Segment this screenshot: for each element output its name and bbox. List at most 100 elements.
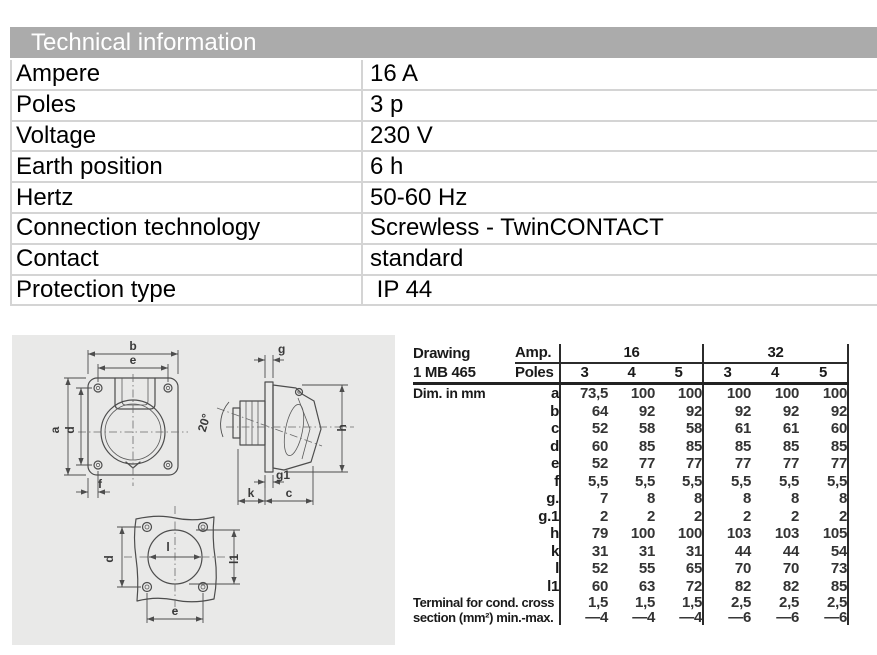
- terminal-value-line1: 2,5: [827, 594, 847, 611]
- pole-col: 4: [608, 363, 655, 385]
- dim-value-cell: 2: [646, 507, 655, 525]
- screw-holes: [93, 383, 173, 470]
- poles-label: Poles: [515, 363, 561, 385]
- dim-note-cell: [413, 508, 515, 526]
- spec-label: Connection technology: [12, 213, 363, 243]
- dim-value-cell: 61: [782, 420, 799, 437]
- dim-value-cell: 2: [790, 507, 799, 525]
- spec-value: 6 h: [370, 152, 404, 180]
- terminal-value-line1: 1,5: [682, 594, 702, 611]
- terminal-label-line2: section (mm²) min.-max.: [413, 610, 554, 625]
- dim-value-cell: 2: [742, 507, 751, 525]
- terminal-value-line2: —4: [632, 609, 655, 626]
- dim-letter-cell: g.1: [515, 507, 561, 525]
- dim-value-cell: 77: [782, 455, 799, 472]
- front-view: b e a d f: [48, 339, 188, 498]
- dim-value-cell: 92: [638, 402, 655, 420]
- dim-letter-cell: b: [515, 402, 561, 420]
- dim-value-cell: 52: [591, 560, 608, 577]
- terminal-value-line1: 1,5: [588, 594, 608, 611]
- dim-value-cell: 73,5: [580, 385, 608, 402]
- pole-col: 4: [751, 363, 799, 385]
- dim-value-cell: 85: [638, 437, 655, 455]
- terminal-value-line1: 2,5: [731, 594, 751, 611]
- terminal-value-line1: 1,5: [635, 594, 655, 611]
- spec-value: Screwless - TwinCONTACT: [370, 214, 664, 242]
- spec-label: Earth position: [12, 152, 363, 182]
- dim-value-cell: 82: [734, 577, 751, 595]
- dim-value-cell: 103: [774, 525, 799, 542]
- technical-drawing: b e a d f: [48, 339, 354, 623]
- dim-note-cell: [413, 473, 515, 491]
- dim-note-cell: [413, 543, 515, 561]
- spec-value: 230 V: [370, 121, 433, 149]
- dim-value-cell: 79: [591, 525, 608, 542]
- dim-value-cell: 8: [655, 490, 704, 508]
- pole-col: 3: [703, 363, 751, 385]
- dim-value-cell: 77: [655, 455, 704, 473]
- dim-label-l1: l1: [227, 554, 241, 564]
- dim-value-cell: 31: [591, 542, 608, 560]
- dim-value-cell: 52: [591, 420, 608, 437]
- dim-value-cell: 60: [799, 420, 849, 438]
- dim-label-d-front: d: [63, 426, 77, 433]
- dim-note-cell: [413, 490, 515, 508]
- dim-label-a: a: [48, 426, 62, 433]
- spec-label: Voltage: [12, 121, 363, 151]
- dim-value-cell: 82: [782, 577, 799, 595]
- drawing-code: 1 MB 465: [413, 363, 515, 385]
- dim-value-cell: 77: [799, 455, 849, 473]
- dim-value-cell: 65: [655, 560, 704, 578]
- tech-info-title: Technical information: [31, 29, 257, 56]
- dim-label-d-bottom: d: [102, 555, 116, 562]
- spec-label: Hertz: [12, 183, 363, 212]
- angle-label: 20°: [195, 412, 214, 434]
- dim-note-cell: [413, 420, 515, 438]
- dim-value-cell: 85: [782, 437, 799, 455]
- dim-value-cell: 61: [734, 420, 751, 437]
- dim-value-cell: 85: [799, 437, 849, 455]
- dim-letter-cell: a: [515, 383, 561, 403]
- terminal-value-cell: 2,5—6: [751, 595, 799, 625]
- terminal-value-cell: 1,5—4: [655, 594, 704, 626]
- dim-value-cell: 7: [599, 490, 608, 507]
- terminal-value-line2: —4: [679, 609, 702, 626]
- dim-label-c: c: [286, 486, 293, 500]
- dim-value-cell: 100: [630, 385, 655, 402]
- pole-col: 5: [655, 363, 704, 385]
- dim-label-b: b: [129, 339, 136, 353]
- tech-info-header: Technical information: [10, 27, 877, 58]
- dim-value-cell: 85: [734, 437, 751, 455]
- dimension-table: Drawing Amp. 16 32 1 MB 465 Poles 3 4 5 …: [413, 344, 849, 625]
- spec-label: Protection type: [12, 275, 363, 305]
- terminal-value-cell: 1,5—4: [560, 595, 608, 625]
- spec-value: standard: [370, 245, 464, 273]
- dim-label-e-bottom: e: [172, 604, 179, 618]
- dim-letter-cell: g.: [515, 490, 561, 508]
- dim-value-cell: 8: [646, 490, 655, 507]
- dim-letter-cell: l1: [515, 577, 561, 595]
- dim-value-cell: 100: [774, 385, 799, 402]
- dim-note-cell: [413, 438, 515, 456]
- dim-value-cell: 44: [782, 542, 799, 560]
- spec-value: 3 p: [370, 91, 404, 119]
- spec-value: 50-60 Hz: [370, 183, 468, 211]
- dim-value-cell: 55: [638, 560, 655, 577]
- side-view: 20° g g1 k c h: [195, 342, 354, 505]
- dim-value-cell: 60: [591, 577, 608, 595]
- dim-value-cell: 31: [655, 542, 704, 560]
- dim-letter-cell: k: [515, 542, 561, 560]
- dim-value-cell: 85: [799, 577, 849, 595]
- terminal-value-cell: 1,5—4: [608, 595, 655, 625]
